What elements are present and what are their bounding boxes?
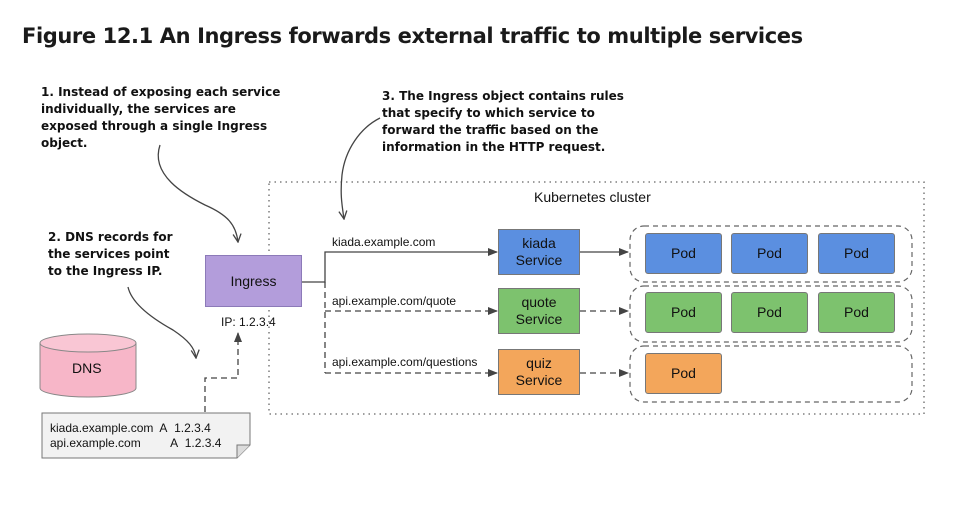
pod-quote-3: Pod: [818, 292, 895, 333]
annotation-1: 1. Instead of exposing each service indi…: [41, 85, 281, 150]
quote-service: quote Service: [498, 288, 580, 334]
pod-quiz-1: Pod: [645, 353, 722, 394]
pod-group-frame-quiz: [629, 345, 913, 403]
ingress-label: Ingress: [230, 272, 277, 289]
annotation-2: 2. DNS records for the services point to…: [48, 230, 173, 278]
service-name: quiz: [526, 355, 552, 371]
service-kind: Service: [515, 252, 563, 268]
dns-record-ip: 1.2.3.4: [184, 436, 222, 450]
annotation-3: 3. The Ingress object contains rules tha…: [382, 89, 624, 154]
service-name: quote: [521, 294, 557, 310]
service-name: kiada: [522, 235, 556, 251]
figure-title: Figure 12.1 An Ingress forwards external…: [22, 24, 803, 48]
dns-record-row: api.example.com A 1.2.3.4: [50, 436, 221, 451]
cluster-label: Kubernetes cluster: [534, 189, 651, 205]
pod-quote-2: Pod: [731, 292, 808, 333]
dns-cylinder: [39, 333, 137, 398]
dns-record-type: A: [159, 421, 168, 435]
service-kind: Service: [515, 372, 563, 388]
dns-label: DNS: [72, 360, 102, 376]
dns-to-ingress-line: [204, 332, 242, 422]
route-label-questions: api.example.com/questions: [332, 355, 478, 369]
pod-kiada-2: Pod: [731, 233, 808, 274]
dns-record-type: A: [170, 436, 179, 450]
pod-group-frame-quote: [629, 285, 913, 343]
quiz-service: quiz Service: [498, 349, 580, 395]
dns-record-row: kiada.example.com A 1.2.3.4: [50, 421, 211, 436]
dns-record-ip: 1.2.3.4: [174, 421, 211, 435]
pod-kiada-1: Pod: [645, 233, 722, 274]
dns-record-host: api.example.com: [50, 436, 141, 450]
dns-record-host: kiada.example.com: [50, 421, 154, 435]
ingress-box: Ingress: [205, 255, 302, 307]
callout-1-curve: [157, 144, 238, 242]
cluster-frame: [268, 181, 925, 415]
pod-quote-1: Pod: [645, 292, 722, 333]
route-label-kiada: kiada.example.com: [332, 235, 436, 249]
callout-2-curve: [127, 286, 196, 358]
callout-3-curve: [341, 117, 381, 219]
service-kind: Service: [515, 311, 563, 327]
route-kiada-line: [302, 248, 498, 283]
pod-kiada-3: Pod: [818, 233, 895, 274]
pod-group-frame-kiada: [629, 225, 913, 283]
ingress-ip: IP: 1.2.3.4: [221, 315, 276, 329]
route-label-quote: api.example.com/quote: [332, 294, 457, 308]
kiada-service: kiada Service: [498, 229, 580, 275]
